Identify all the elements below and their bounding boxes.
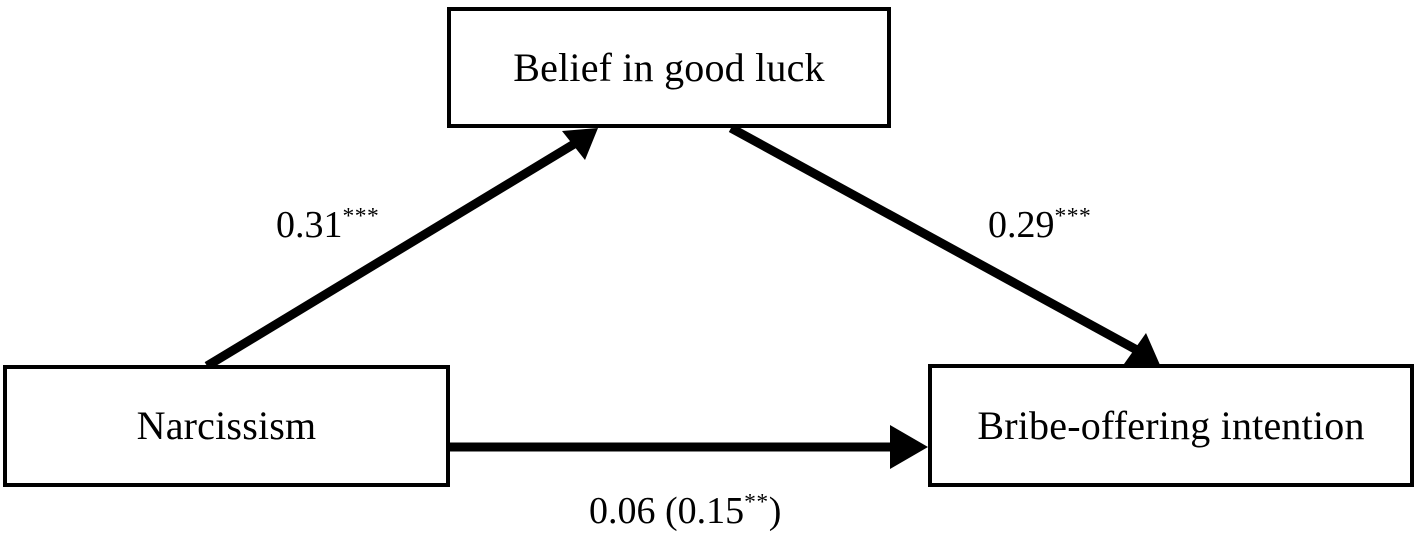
c-path-direct-coefficient-value: 0.06 bbox=[589, 490, 656, 532]
node-bribe-offering-intention[interactable]: Bribe-offering intention bbox=[928, 364, 1414, 487]
c-path-coefficient-label: 0.06 (0.15**) bbox=[589, 489, 782, 532]
c-path-open-paren: ( bbox=[655, 490, 678, 532]
b-path-arrow bbox=[728, 124, 1160, 365]
node-belief-in-good-luck[interactable]: Belief in good luck bbox=[447, 7, 891, 128]
node-mediator-label: Belief in good luck bbox=[513, 44, 825, 90]
b-path-significance-stars: *** bbox=[1054, 203, 1092, 230]
node-narcissism[interactable]: Narcissism bbox=[3, 365, 450, 487]
c-path-arrow bbox=[450, 425, 928, 469]
a-path-coefficient-label: 0.31*** bbox=[276, 203, 380, 246]
c-path-total-coefficient-value: 0.15 bbox=[677, 490, 745, 532]
a-path-arrow bbox=[204, 128, 598, 370]
a-path-coefficient-value: 0.31 bbox=[276, 204, 343, 246]
c-path-total-significance-stars: ** bbox=[744, 489, 769, 516]
c-path-close-paren: ) bbox=[768, 490, 782, 532]
b-path-coefficient-value: 0.29 bbox=[988, 204, 1055, 246]
b-path-coefficient-label: 0.29*** bbox=[988, 203, 1092, 246]
a-path-significance-stars: *** bbox=[342, 203, 380, 230]
node-predictor-label: Narcissism bbox=[136, 403, 317, 448]
node-outcome-label: Bribe-offering intention bbox=[977, 402, 1365, 448]
